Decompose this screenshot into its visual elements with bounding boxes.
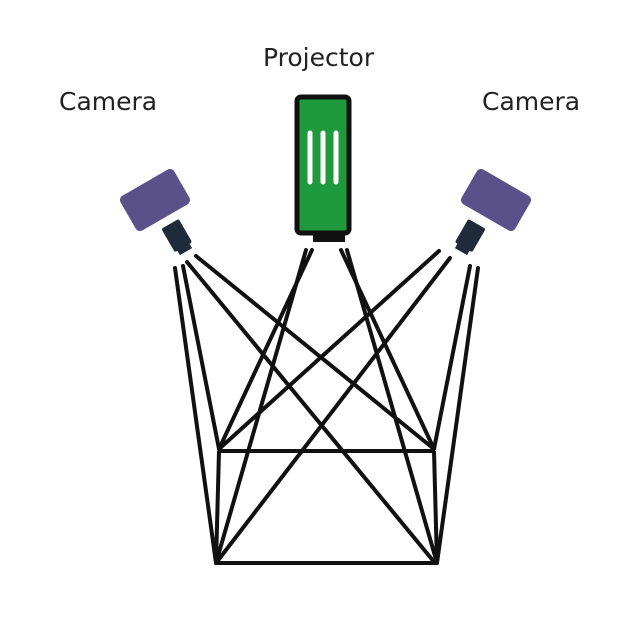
- ray-left-camera-2: [181, 264, 221, 451]
- ray-projector-1: [214, 248, 308, 565]
- left-camera: [119, 169, 193, 256]
- projector-stripes-icon: [307, 130, 339, 185]
- target-object: [214, 449, 439, 565]
- right-camera-label: Camera: [482, 87, 581, 116]
- ray-right-camera-1: [435, 266, 480, 565]
- projector: [294, 94, 352, 242]
- light-rays: [173, 248, 480, 565]
- ray-right-camera-3: [214, 256, 452, 565]
- right-camera-body: [460, 169, 532, 231]
- right-camera: [454, 169, 532, 256]
- left-camera-lens: [162, 219, 193, 256]
- ray-right-camera-2: [432, 264, 472, 451]
- ray-right-camera-4: [217, 249, 441, 451]
- right-camera-lens: [454, 219, 485, 256]
- left-camera-body: [119, 169, 191, 231]
- target-right-edge: [432, 450, 439, 564]
- ray-projector-4: [345, 248, 439, 565]
- target-left-edge: [214, 450, 221, 564]
- projector-lens: [313, 234, 345, 242]
- projector-label: Projector: [263, 43, 375, 72]
- ray-projector-2: [217, 248, 314, 451]
- ray-left-camera-3: [185, 260, 437, 565]
- ray-left-camera-1: [173, 266, 218, 565]
- left-camera-label: Camera: [59, 87, 158, 116]
